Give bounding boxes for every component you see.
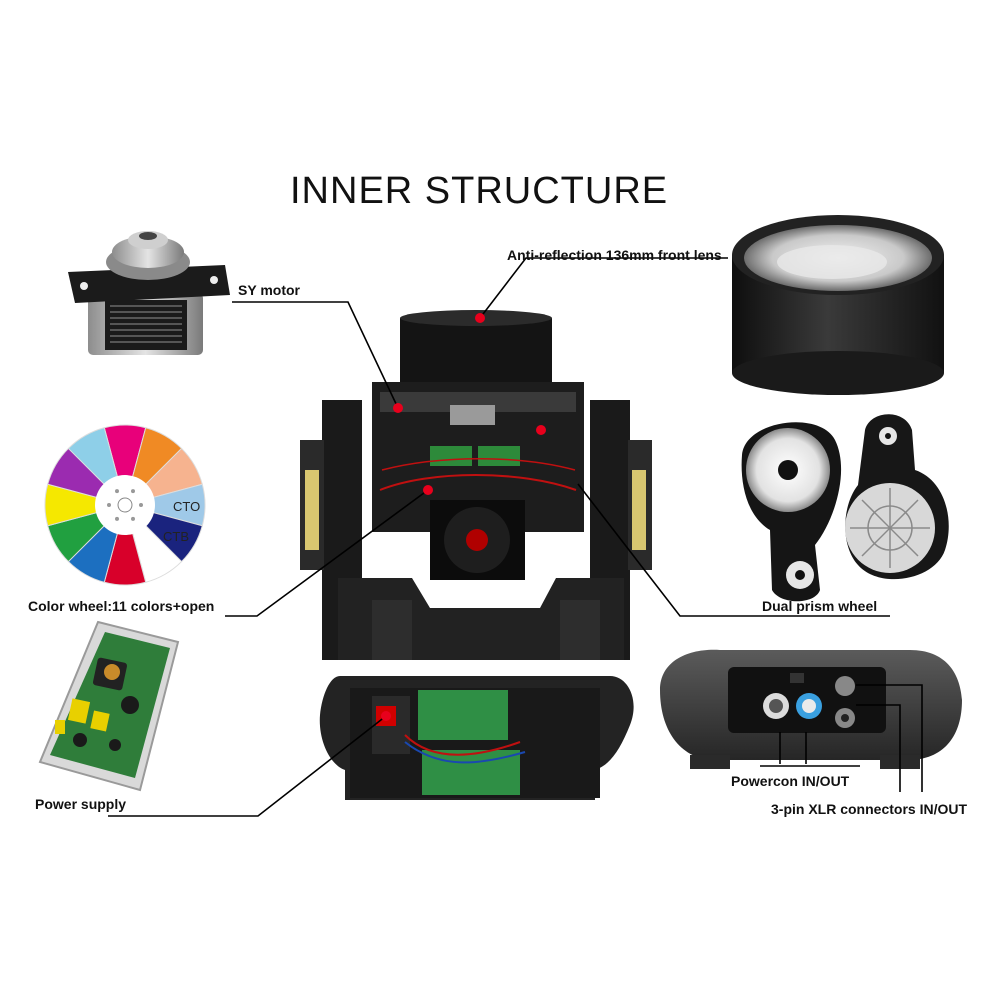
- color-wheel-screw-hole: [131, 489, 135, 494]
- dual-prism-label: Dual prism wheel: [762, 598, 878, 614]
- leader-lines: [108, 257, 923, 817]
- color-wheel-screw-hole: [115, 489, 119, 494]
- xlr-label: 3-pin XLR connectors IN/OUT: [771, 801, 968, 817]
- sy-motor-image: [68, 231, 230, 355]
- rear-panel-image: [660, 649, 962, 769]
- prism-marker: [536, 425, 546, 435]
- power-supply-image: [38, 620, 180, 792]
- xlr-leader-1: [856, 704, 901, 792]
- sy-motor-label: SY motor: [238, 282, 300, 298]
- color-wheel-screw-hole: [107, 503, 111, 507]
- color-wheel-uv-text: UV: [146, 555, 164, 570]
- front-lens-leader: [479, 257, 728, 319]
- color-wheel-screw-hole: [115, 516, 119, 521]
- diagram-title: INNER STRUCTURE: [290, 170, 669, 212]
- power-supply-label: Power supply: [35, 796, 127, 812]
- xlr-leader-2: [856, 684, 923, 792]
- color-wheel-image: [44, 424, 206, 586]
- color-wheel-ctb-text: CTB: [163, 529, 189, 544]
- color-wheel-label: Color wheel:11 colors+open: [28, 598, 215, 614]
- dual-prism-leader: [577, 483, 890, 617]
- sy-motor-leader: [232, 301, 399, 409]
- front-lens-label: Anti-reflection 136mm front lens: [507, 247, 722, 263]
- color-wheel-center-hole: [117, 497, 133, 513]
- power-supply-leader: [108, 715, 387, 817]
- sy-motor-marker: [393, 403, 403, 413]
- moving-head-fixture-image: [300, 310, 652, 800]
- color-wheel-hub: [95, 475, 155, 535]
- powercon-label: Powercon IN/OUT: [731, 773, 850, 789]
- front-lens-image: [732, 215, 944, 395]
- color-wheel-marker: [423, 485, 433, 495]
- front-lens-marker: [475, 313, 485, 323]
- color-wheel-screw-hole: [139, 503, 143, 507]
- color-wheel-cto-text: CTO: [173, 499, 200, 514]
- marker-group: [381, 313, 546, 721]
- power-supply-marker: [381, 711, 391, 721]
- color-wheel-leader: [225, 489, 429, 617]
- color-wheel-screw-hole: [131, 516, 135, 521]
- dual-prism-wheel-image: [741, 414, 949, 602]
